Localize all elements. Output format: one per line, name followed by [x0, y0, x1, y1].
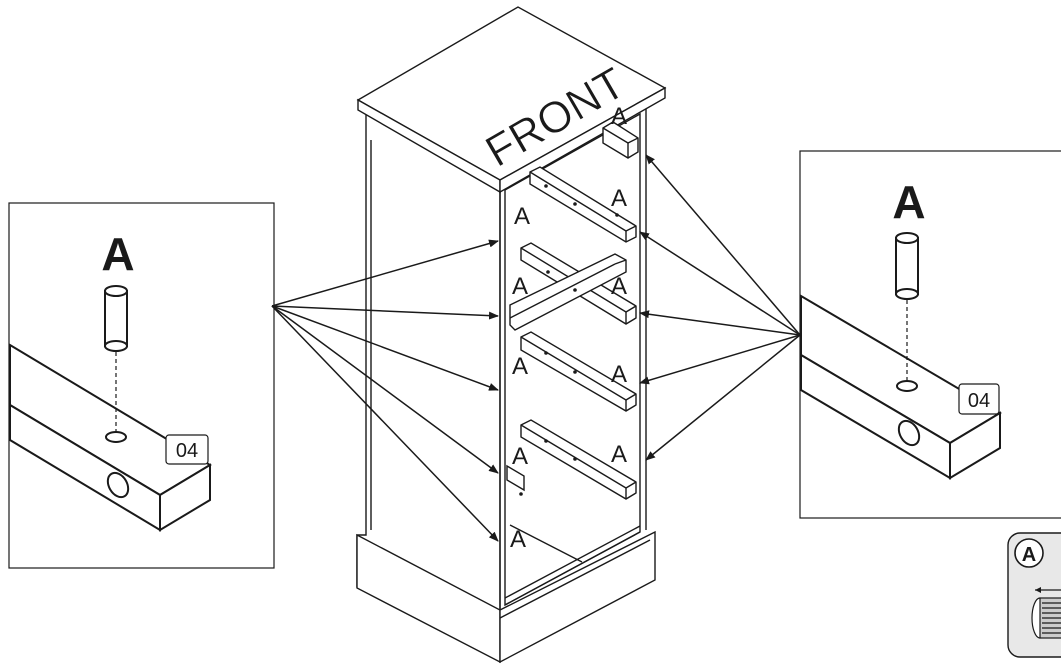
- legend-badge: [1014, 538, 1044, 568]
- svg-text:04: 04: [176, 440, 198, 462]
- right-part-label: A: [892, 176, 925, 228]
- part-label-a: A: [512, 273, 528, 300]
- right-rail: [800, 294, 1002, 480]
- part-label-a: A: [512, 353, 528, 380]
- legend-card: A: [1007, 532, 1061, 658]
- left-dowel-hole: [105, 431, 127, 443]
- part-label-a: A: [512, 443, 528, 470]
- legend-dowel-icon: [1031, 597, 1061, 639]
- shelf-rails: [506, 121, 639, 500]
- left-leader-arrows: [271, 239, 499, 542]
- rail-front-bottom: [506, 464, 525, 492]
- right-step-badge: 04: [958, 383, 1000, 415]
- rail-3: [520, 331, 637, 412]
- part-label-a: A: [611, 185, 627, 212]
- svg-text:A: A: [1022, 544, 1036, 566]
- right-detail-panel: A 04: [799, 150, 1061, 519]
- left-step-badge: 04: [165, 434, 209, 465]
- part-label-a: A: [611, 441, 627, 468]
- right-dowel-icon: [895, 232, 919, 300]
- part-label-a: A: [611, 273, 627, 300]
- cabinet-part-labels: A A A A A A A A A A: [510, 103, 627, 553]
- rail-1: [529, 166, 637, 243]
- rail-4: [520, 419, 637, 500]
- part-label-a: A: [510, 526, 526, 553]
- right-dowel-hole: [896, 380, 918, 392]
- left-rail: [9, 343, 212, 532]
- left-part-label: A: [101, 228, 134, 280]
- part-label-a: A: [611, 361, 627, 388]
- right-leader-arrows: [639, 154, 801, 461]
- part-label-a: A: [514, 203, 530, 230]
- dowel-markers: [519, 184, 619, 496]
- rail-cross: [509, 253, 627, 331]
- part-label-a: A: [611, 103, 627, 130]
- rail-top-back: [602, 121, 639, 159]
- left-detail-panel: A 04: [8, 202, 275, 569]
- svg-text:04: 04: [968, 390, 990, 412]
- left-dowel-icon: [104, 285, 128, 352]
